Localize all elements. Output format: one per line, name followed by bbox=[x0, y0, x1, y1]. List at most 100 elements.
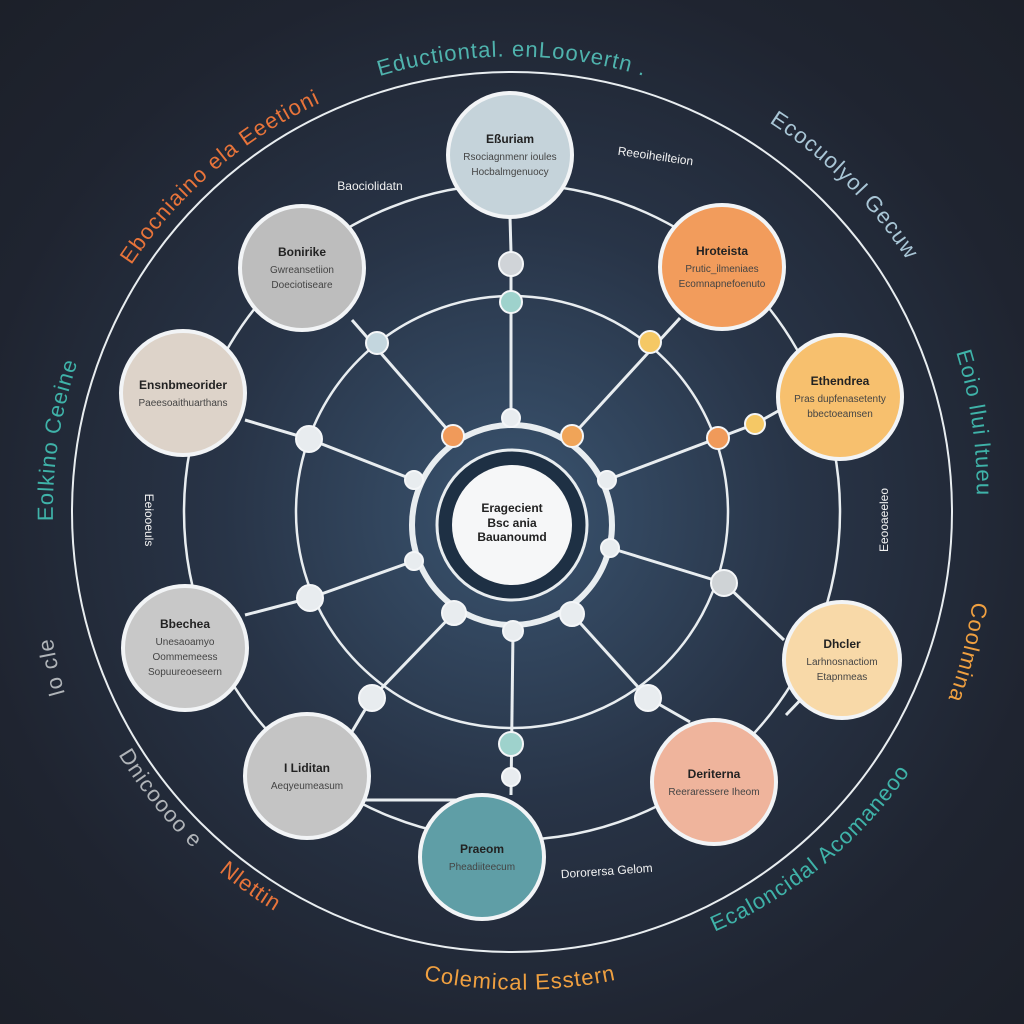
junction-node[interactable] bbox=[441, 424, 465, 448]
topic-node-description: Doeciotiseare bbox=[271, 280, 333, 291]
topic-node-description: Etapnmeas bbox=[817, 672, 868, 683]
core-line-1: Eragecient bbox=[481, 501, 542, 515]
junction-node[interactable] bbox=[441, 600, 467, 626]
annotation-top-left: Baociolidatn bbox=[337, 179, 402, 193]
core-hub[interactable] bbox=[452, 465, 572, 585]
junction-node[interactable] bbox=[706, 426, 730, 450]
topic-node-title: Deriterna bbox=[688, 767, 741, 781]
annotation-top-right: Reeoiheilteion bbox=[617, 144, 694, 168]
junction-node[interactable] bbox=[597, 470, 617, 490]
core-line-3: Bauanoumd bbox=[477, 530, 546, 544]
core-line-2: Bsc ania bbox=[487, 516, 537, 530]
topic-node-title: I Liditan bbox=[284, 761, 330, 775]
topic-node-title: Bbechea bbox=[160, 617, 210, 631]
topic-node-circle[interactable] bbox=[243, 712, 371, 840]
junction-node[interactable] bbox=[710, 569, 738, 597]
topic-node-title: Dhcler bbox=[823, 637, 861, 651]
annotation-left: Eeiooeuls bbox=[142, 494, 156, 547]
connector-line bbox=[570, 316, 682, 438]
connector-line bbox=[606, 436, 719, 482]
topic-node-description: Oommemeess bbox=[152, 652, 217, 663]
outer-label-bottom: Colemical Esstern bbox=[423, 960, 618, 995]
topic-node-description: Gwreansetiion bbox=[270, 265, 334, 276]
topic-node-circle[interactable] bbox=[782, 600, 902, 720]
connector-line bbox=[308, 437, 415, 482]
topic-node-description: Rsociagnmenr ioules bbox=[463, 152, 556, 163]
connector-line bbox=[508, 216, 513, 253]
topic-node-title: Ethendrea bbox=[811, 374, 870, 388]
topic-node-circle[interactable] bbox=[119, 329, 247, 457]
connector-line bbox=[370, 611, 456, 700]
topic-node-description: Reeraressere Iheom bbox=[668, 787, 759, 798]
junction-node[interactable] bbox=[295, 425, 323, 453]
annotation-labels: Baociolidatn Reeoiheilteion Eeiooeuls Ee… bbox=[142, 144, 891, 881]
topic-node-title: Hroteista bbox=[696, 244, 748, 258]
topic-node-description: Sopuureoeseern bbox=[148, 667, 222, 678]
topic-node-description: Hocbalmgenuocy bbox=[471, 167, 548, 178]
outer-label-top: Eductiontal. enLoovertn . bbox=[374, 36, 650, 81]
connector-line bbox=[570, 612, 650, 700]
junction-node[interactable] bbox=[296, 584, 324, 612]
topic-node-description: Larhnosnactiom bbox=[806, 657, 877, 668]
connector-line bbox=[309, 559, 415, 600]
junction-node[interactable] bbox=[365, 331, 389, 355]
topic-node-description: Prutic_ilmeniaes bbox=[685, 264, 758, 275]
junction-node[interactable] bbox=[559, 601, 585, 627]
junction-node[interactable] bbox=[358, 684, 386, 712]
topic-node-title: Bonirike bbox=[278, 245, 326, 259]
junction-node[interactable] bbox=[744, 413, 766, 435]
topic-node-description: Pheadiiteecum bbox=[449, 862, 515, 873]
topic-node-circle[interactable] bbox=[238, 204, 366, 332]
annotation-bottom: Dororersa Gelom bbox=[560, 861, 653, 881]
topic-node-description: Ecomnapnefoenuto bbox=[679, 279, 766, 290]
junction-node[interactable] bbox=[501, 767, 521, 787]
outer-label-left-lower: lo cle bbox=[33, 636, 70, 698]
topic-node-circle[interactable] bbox=[121, 584, 249, 712]
topic-node-title: Praeom bbox=[460, 842, 504, 856]
topic-node-title: Eßuriam bbox=[486, 132, 534, 146]
outer-ring bbox=[71, 71, 953, 953]
outer-label-right-top: Ecocuolyol Gecuw bbox=[766, 106, 924, 264]
topic-node-circle[interactable] bbox=[776, 333, 904, 461]
junction-node[interactable] bbox=[404, 470, 424, 490]
topic-node-circle[interactable] bbox=[418, 793, 546, 921]
junction-node[interactable] bbox=[499, 290, 523, 314]
junction-node[interactable] bbox=[600, 538, 620, 558]
topic-node-circle[interactable] bbox=[446, 91, 574, 219]
connector-line bbox=[609, 546, 725, 585]
topic-node-circle[interactable] bbox=[658, 203, 786, 331]
annotation-right: Eeooaeeleo bbox=[877, 488, 891, 552]
topic-node[interactable]: BbecheaUnesaoamyoOommemeessSopuureoeseer… bbox=[121, 584, 249, 712]
junction-node[interactable] bbox=[502, 620, 524, 642]
junction-node[interactable] bbox=[404, 551, 424, 571]
junction-node[interactable] bbox=[634, 684, 662, 712]
junction-node[interactable] bbox=[498, 731, 524, 757]
outer-label-left: Eolkino Ceeine bbox=[33, 355, 83, 521]
outer-label-right: Eoio llui ltueu bbox=[951, 347, 996, 497]
junction-nodes bbox=[295, 251, 766, 787]
topic-node-description: Pras dupfenasetenty bbox=[794, 394, 886, 405]
outer-label-right-lower: Coolmina bbox=[943, 601, 992, 706]
outer-label-bottom-left: Dnicoooo e bbox=[114, 744, 208, 853]
junction-node[interactable] bbox=[498, 251, 524, 277]
topic-node-circle[interactable] bbox=[650, 718, 778, 846]
topic-node-description: Aeqyeumeasum bbox=[271, 781, 343, 792]
topic-node[interactable]: HroteistaPrutic_ilmeniaesEcomnapnefoenut… bbox=[658, 203, 786, 331]
junction-node[interactable] bbox=[638, 330, 662, 354]
junction-node[interactable] bbox=[560, 424, 584, 448]
junction-node[interactable] bbox=[501, 408, 521, 428]
topic-node-description: bbectoeamsen bbox=[807, 409, 873, 420]
topic-node-description: Unesaoamyo bbox=[156, 637, 215, 648]
topic-node-description: Paeesoaithuarthans bbox=[139, 398, 228, 409]
